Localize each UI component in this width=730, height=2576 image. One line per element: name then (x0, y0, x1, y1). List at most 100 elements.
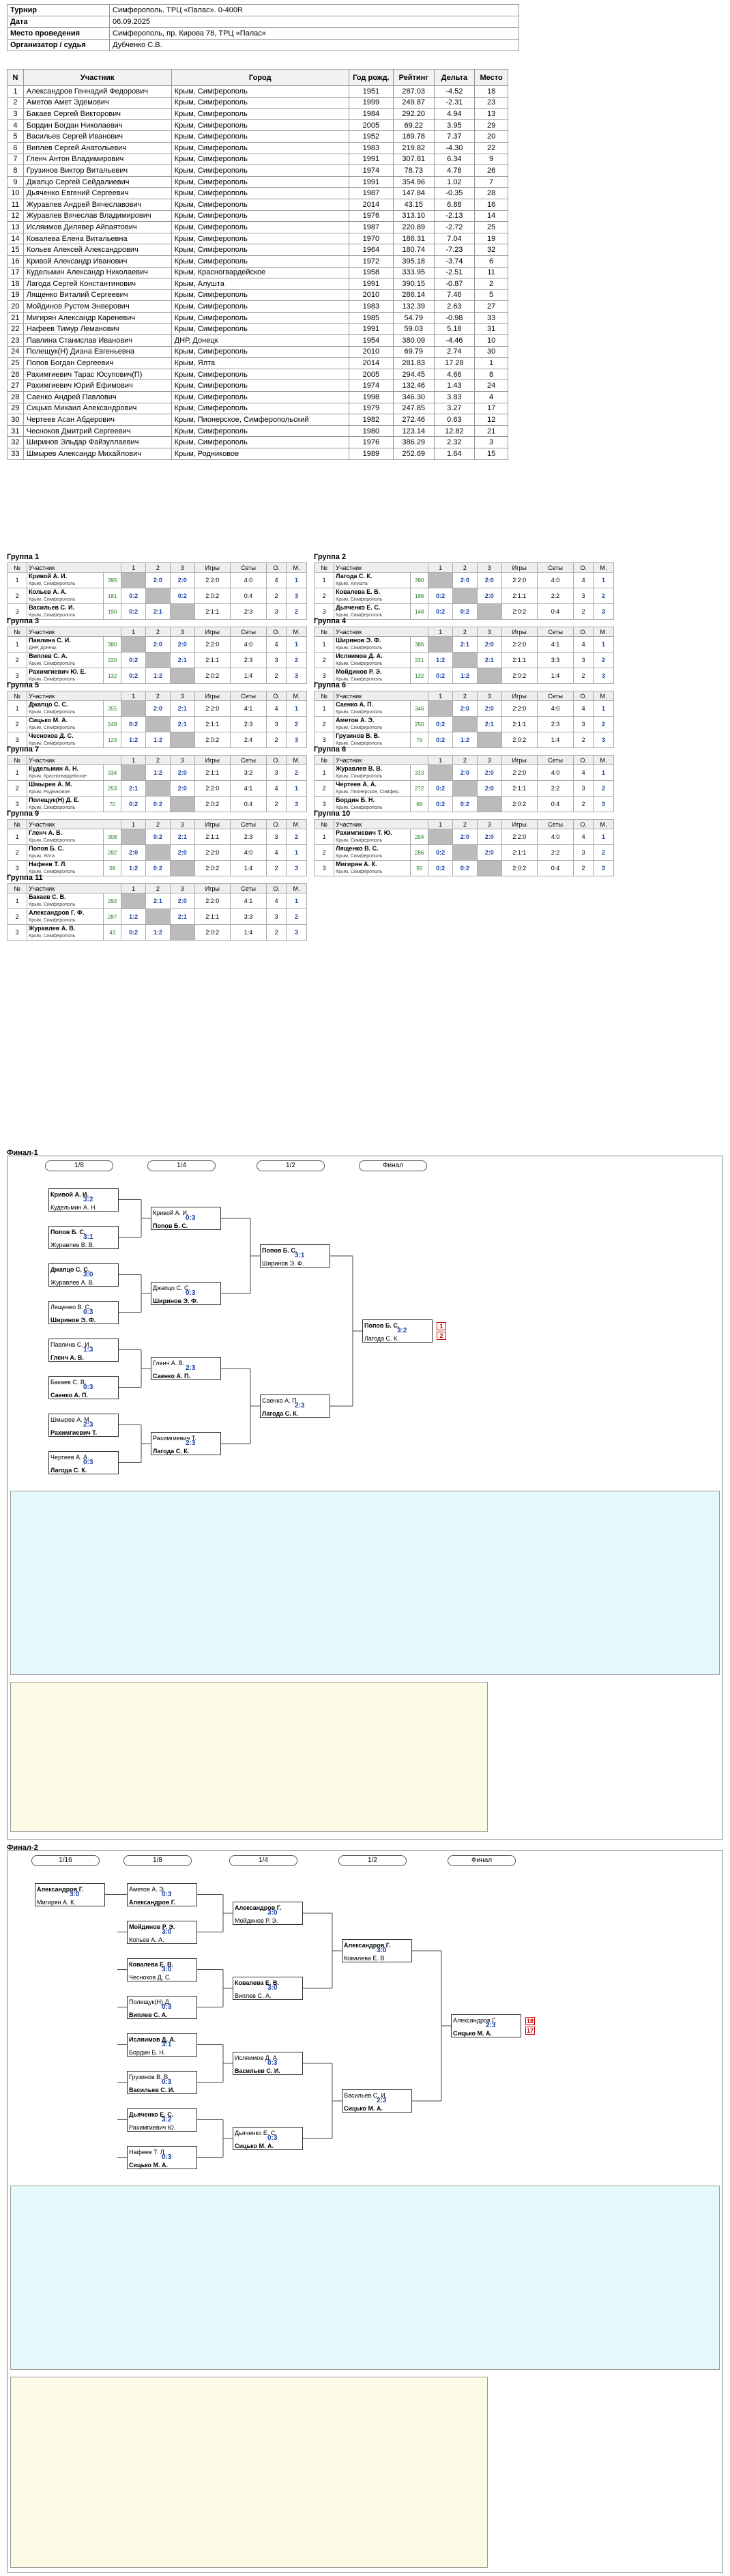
player-cell: 32 (7, 436, 24, 448)
player-cell: 1 (474, 357, 508, 369)
players-header-cell: Рейтинг (392, 69, 435, 86)
player-cell: 26 (474, 164, 508, 177)
match-player-a: Саенко А. П. (262, 1397, 299, 1404)
group-games: 2:2:0 (194, 636, 231, 653)
player-cell: 20 (7, 300, 24, 313)
group-player-rating: 181 (103, 588, 122, 604)
players-header-cell: Город (171, 69, 349, 86)
player-cell: 15 (474, 448, 508, 460)
group-match-score: 0:2 (121, 668, 146, 684)
player-cell: -4.30 (433, 141, 476, 154)
player-cell: 346.30 (392, 391, 435, 403)
round-header: 1/4 (147, 1160, 216, 1171)
match-player-b: Лагода С. К. (153, 1448, 190, 1455)
match-player-b: Лагода С. К. (50, 1466, 87, 1474)
group-header-cell: О. (266, 755, 287, 765)
player-cell: Крым, Симферополь (171, 96, 349, 109)
player-cell: 26 (7, 368, 24, 381)
group-match-score: 1:2 (121, 860, 146, 876)
info-value: Дубченко С.В. (109, 39, 519, 51)
players-header-cell: Место (474, 69, 508, 86)
group-player-name: Бакаев С. В.Крым, Симферополь (27, 893, 104, 909)
group-title: Группа 5 (7, 681, 40, 689)
group-player-city: Крым, Симферополь (29, 741, 76, 746)
match-score: 0:3 (162, 1890, 172, 1898)
player-cell: -7.23 (433, 244, 476, 256)
match-box-1-2: Васильев С. И.Сицько М. А.2:3 (342, 2089, 412, 2113)
player-cell: -0.35 (433, 187, 476, 199)
match-player-b: Александров Г. (129, 1898, 176, 1906)
group-points: 4 (266, 844, 287, 861)
player-cell: Крым, Ялта (171, 357, 349, 369)
group-player-short: Бордин Б. Н. (336, 797, 375, 803)
group-player-name: Виплев С. А.Крым, Симферополь (27, 652, 104, 668)
player-cell: 43.15 (392, 198, 435, 211)
player-cell: 18 (474, 85, 508, 98)
player-cell: 1958 (348, 266, 394, 279)
group-points: 4 (573, 636, 594, 653)
group-player-rating: 386 (410, 636, 429, 653)
group-sets: 1:4 (229, 924, 267, 941)
match-box-1-8: Бакаев С. В.Саенко А. П.0:3 (48, 1375, 119, 1399)
group-match-score: 0:2 (428, 780, 453, 797)
player-cell: 1991 (348, 153, 394, 166)
group-header-cell: 3 (476, 627, 502, 637)
group-match-score: 2:0 (452, 764, 478, 781)
group-player-city: Крым, Симферополь (336, 838, 383, 843)
group-points: 3 (266, 716, 287, 732)
player-cell: Крым, Симферополь (171, 311, 349, 324)
group-rank: 1 (286, 844, 307, 861)
group-sets: 1:4 (229, 860, 267, 876)
group-match-score: 0:2 (428, 588, 453, 604)
group-points: 3 (573, 780, 594, 797)
player-cell: 1991 (348, 323, 394, 336)
group-player-short: Александров Г. Ф. (29, 909, 85, 916)
player-cell: 287.03 (392, 85, 435, 98)
group-games: 2:2:0 (501, 764, 538, 781)
group-cell-self (145, 588, 171, 604)
group-sets: 0:4 (536, 603, 574, 620)
info-label: Турнир (7, 4, 110, 16)
players-header-cell: Дельта (433, 69, 476, 86)
group-player-short: Лященко В. С. (336, 845, 379, 852)
group-header-cell: Сеты (229, 627, 267, 637)
group-sets: 3:3 (536, 652, 574, 668)
final1-title: Финал-1 (7, 1149, 38, 1157)
match-score: 0:3 (162, 2153, 172, 2161)
group-player-short: Лагода С. К. (336, 573, 373, 579)
player-cell: Дьяченко Евгений Сергеевич (23, 187, 172, 199)
group-player-short: Чертеев А. А. (336, 781, 377, 788)
player-cell: 24 (474, 380, 508, 392)
group-rank: 3 (286, 732, 307, 748)
player-cell: 5.18 (433, 323, 476, 336)
match-score: 3:2 (83, 1195, 93, 1203)
group-points: 3 (573, 652, 594, 668)
group-rank: 2 (593, 844, 614, 861)
group-match-score: 2:0 (169, 572, 195, 588)
player-cell: Грузинов Виктор Витальевич (23, 164, 172, 177)
group-games: 2:0:2 (194, 732, 231, 748)
group-player-rating: 123 (103, 732, 122, 748)
player-cell: 1976 (348, 210, 394, 223)
match-player-a: Попов Б. С. (364, 1322, 400, 1329)
group-header-cell: Участник (27, 627, 122, 637)
group-header-cell: Игры (194, 755, 231, 765)
group-player-city: Крым, Симферополь (29, 870, 76, 874)
group-points: 4 (266, 700, 287, 717)
group-games: 2:0:2 (501, 668, 538, 684)
player-cell: Ширинов Эльдар Файзуллаевич (23, 436, 172, 448)
group-player-short: Журавлев А. В. (29, 925, 76, 932)
player-cell: 27 (7, 380, 24, 392)
player-cell: 1 (7, 85, 24, 98)
player-cell: Крым, Симферополь (171, 380, 349, 392)
